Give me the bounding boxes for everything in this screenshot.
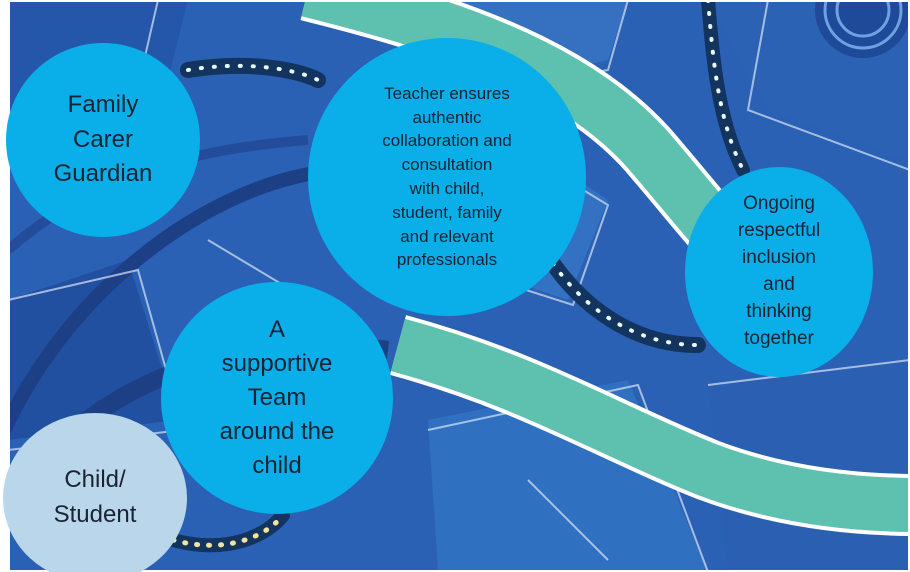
supportive-team-circle: A supportive Team around the child (161, 282, 393, 514)
teacher-circle: Teacher ensures authentic collaboration … (308, 38, 586, 316)
child-student-circle: Child/ Student (3, 413, 187, 572)
ongoing-inclusion-circle: Ongoing respectful inclusion and thinkin… (685, 167, 873, 377)
family-circle: Family Carer Guardian (6, 43, 200, 237)
